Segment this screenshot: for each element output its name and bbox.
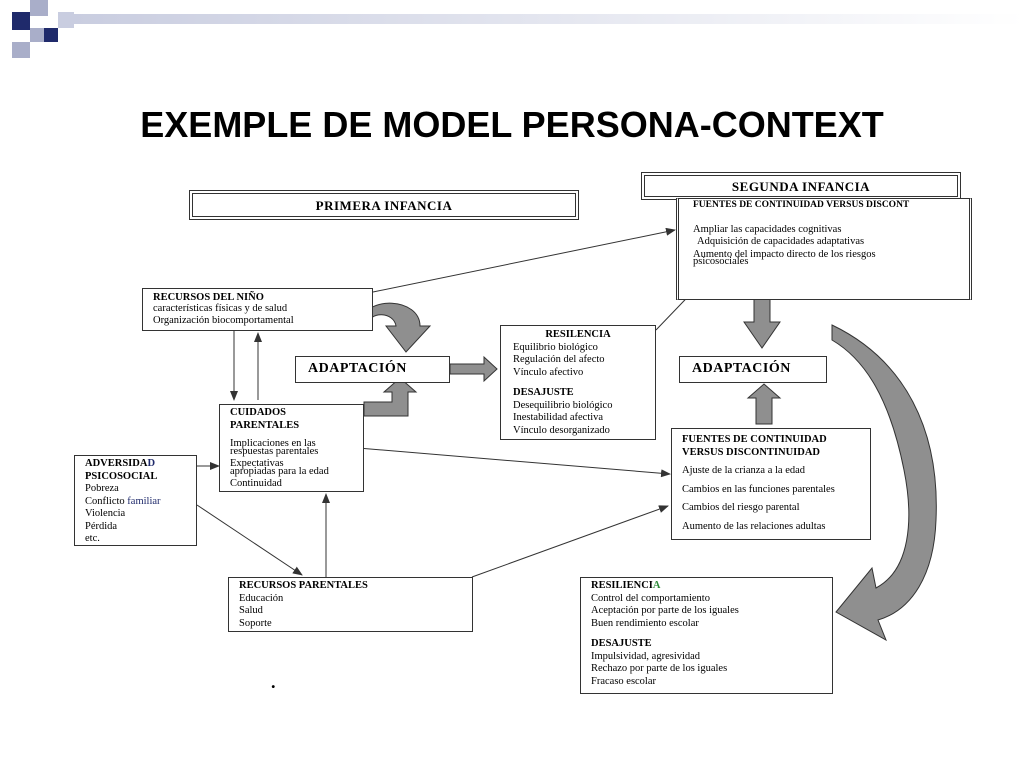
corner-square-light-3: [12, 42, 30, 58]
recursos-nino-line-1: características físicas y de salud: [153, 302, 288, 314]
cuidados-line-1: Implicaciones en las: [230, 438, 316, 449]
fuentes-item-1: Ajuste de la crianza a la edad: [682, 465, 806, 476]
segunda-infancia-label: SEGUNDA INFANCIA: [731, 179, 871, 194]
fuentes-continuidad-box: FUENTES DE CONTINUIDAD VERSUS DISCONTINU…: [671, 428, 871, 540]
resiliencia-2-box: RESILIENCIA Control del comportamiento A…: [580, 577, 833, 694]
resilencia-item-3: Vínculo afectivo: [513, 366, 584, 378]
segunda-line-3: Aumento del impacto directo de los riesg…: [693, 248, 876, 260]
adversidad-item-4: Pérdida: [85, 520, 118, 532]
desajuste-2-item-3: Fracaso escolar: [591, 675, 657, 687]
primera-infancia-box: PRIMERA INFANCIA: [189, 190, 579, 220]
adaptacion-label-2: ADAPTACIÓN: [692, 361, 791, 376]
adversidad-box: ADVERSIDAD PSICOSOCIAL Pobreza Conflicto…: [74, 455, 197, 546]
fuentes-item-4: Aumento de las relaciones adultas: [682, 520, 826, 532]
desajuste-2-item-2: Rechazo por parte de los iguales: [591, 663, 728, 674]
adaptacion-label-1: ADAPTACIÓN: [308, 361, 407, 376]
desajuste-2-header: DESAJUSTE: [591, 638, 652, 649]
primera-infancia-label: PRIMERA INFANCIA: [315, 198, 453, 213]
resilencia-item-1: Equilibrio biológico: [513, 341, 598, 353]
recursos-parentales-box: RECURSOS PARENTALES Educación Salud Sopo…: [228, 577, 473, 632]
recursos-nino-header: RECURSOS DEL NIÑO: [153, 292, 264, 303]
recursos-parentales-item-3: Soporte: [239, 617, 272, 629]
desajuste-item-3: Vínculo desorganizado: [513, 424, 610, 436]
adaptacion-box-2: ADAPTACIÓN: [679, 356, 827, 383]
adversidad-header-2: PSICOSOCIAL: [85, 470, 158, 482]
segunda-infancia-subheader: FUENTES DE CONTINUIDAD VERSUS DISCONT: [693, 200, 910, 210]
recursos-nino-line-2: Organización biocomportamental: [153, 315, 294, 326]
fuentes-header-1: FUENTES DE CONTINUIDAD: [682, 434, 827, 445]
segunda-line-2: Adquisición de capacidades adaptativas: [697, 236, 865, 247]
recursos-parentales-item-1: Educación: [239, 592, 284, 604]
fuentes-header-2: VERSUS DISCONTINUIDAD: [682, 446, 820, 458]
corner-square-light-2: [30, 28, 44, 42]
resiliencia-2-item-2: Aceptación por parte de los iguales: [591, 605, 739, 616]
corner-square-light-4: [58, 12, 74, 28]
cuidados-line-3: Expectativas: [230, 458, 284, 469]
recursos-parentales-header: RECURSOS PARENTALES: [239, 580, 368, 591]
cuidados-header-1: CUIDADOS: [230, 407, 287, 418]
corner-square-light-1: [30, 0, 48, 16]
header-band: [74, 14, 1024, 24]
corner-square-dark-1: [12, 12, 30, 30]
desajuste-item-1: Desequilibrio biológico: [513, 399, 613, 411]
segunda-line-1: Ampliar las capacidades cognitivas: [693, 223, 842, 235]
desajuste-item-2: Inestabilidad afectiva: [513, 412, 604, 423]
segunda-line-4: psicosociales: [693, 256, 749, 267]
desajuste-header: DESAJUSTE: [513, 387, 574, 398]
adaptacion-box-1: ADAPTACIÓN: [295, 356, 450, 383]
cuidados-parentales-box: CUIDADOS PARENTALES Implicaciones en las…: [219, 404, 364, 492]
adversidad-item-5: etc.: [85, 533, 100, 544]
adversidad-item-2: Conflicto familiar: [85, 495, 161, 507]
cuidados-header-2: PARENTALES: [230, 419, 300, 431]
recursos-parentales-item-2: Salud: [239, 605, 263, 616]
resilencia-item-2: Regulación del afecto: [513, 354, 605, 365]
cuidados-line-4: apropiadas para la edad: [230, 465, 329, 477]
stray-dot: .: [271, 672, 276, 692]
adversidad-item-1: Pobreza: [85, 483, 119, 494]
fuentes-item-3: Cambios del riesgo parental: [682, 502, 800, 513]
segunda-infancia-header: SEGUNDA INFANCIA: [641, 172, 961, 200]
resilencia-header: RESILENCIA: [545, 329, 611, 340]
corner-square-dark-2: [44, 28, 58, 42]
segunda-infancia-box: FUENTES DE CONTINUIDAD VERSUS DISCONT Am…: [676, 198, 972, 300]
recursos-nino-box: RECURSOS DEL NIÑO características física…: [142, 288, 373, 331]
resilencia-box: RESILENCIA Equilibrio biológico Regulaci…: [500, 325, 656, 440]
cuidados-line-2: respuestas parentales: [230, 445, 319, 457]
adversidad-item-3: Violencia: [85, 508, 126, 519]
resiliencia-2-header: RESILIENCIA: [591, 580, 661, 591]
cuidados-line-5: Continuidad: [230, 478, 282, 489]
resiliencia-2-item-3: Buen rendimiento escolar: [591, 617, 699, 629]
slide-title: EXEMPLE DE MODEL PERSONA-CONTEXT: [140, 104, 884, 145]
desajuste-2-item-1: Impulsividad, agresividad: [591, 650, 701, 662]
adversidad-header-1: ADVERSIDAD: [85, 458, 156, 469]
resiliencia-2-item-1: Control del comportamiento: [591, 592, 710, 604]
fuentes-item-2: Cambios en las funciones parentales: [682, 483, 835, 495]
